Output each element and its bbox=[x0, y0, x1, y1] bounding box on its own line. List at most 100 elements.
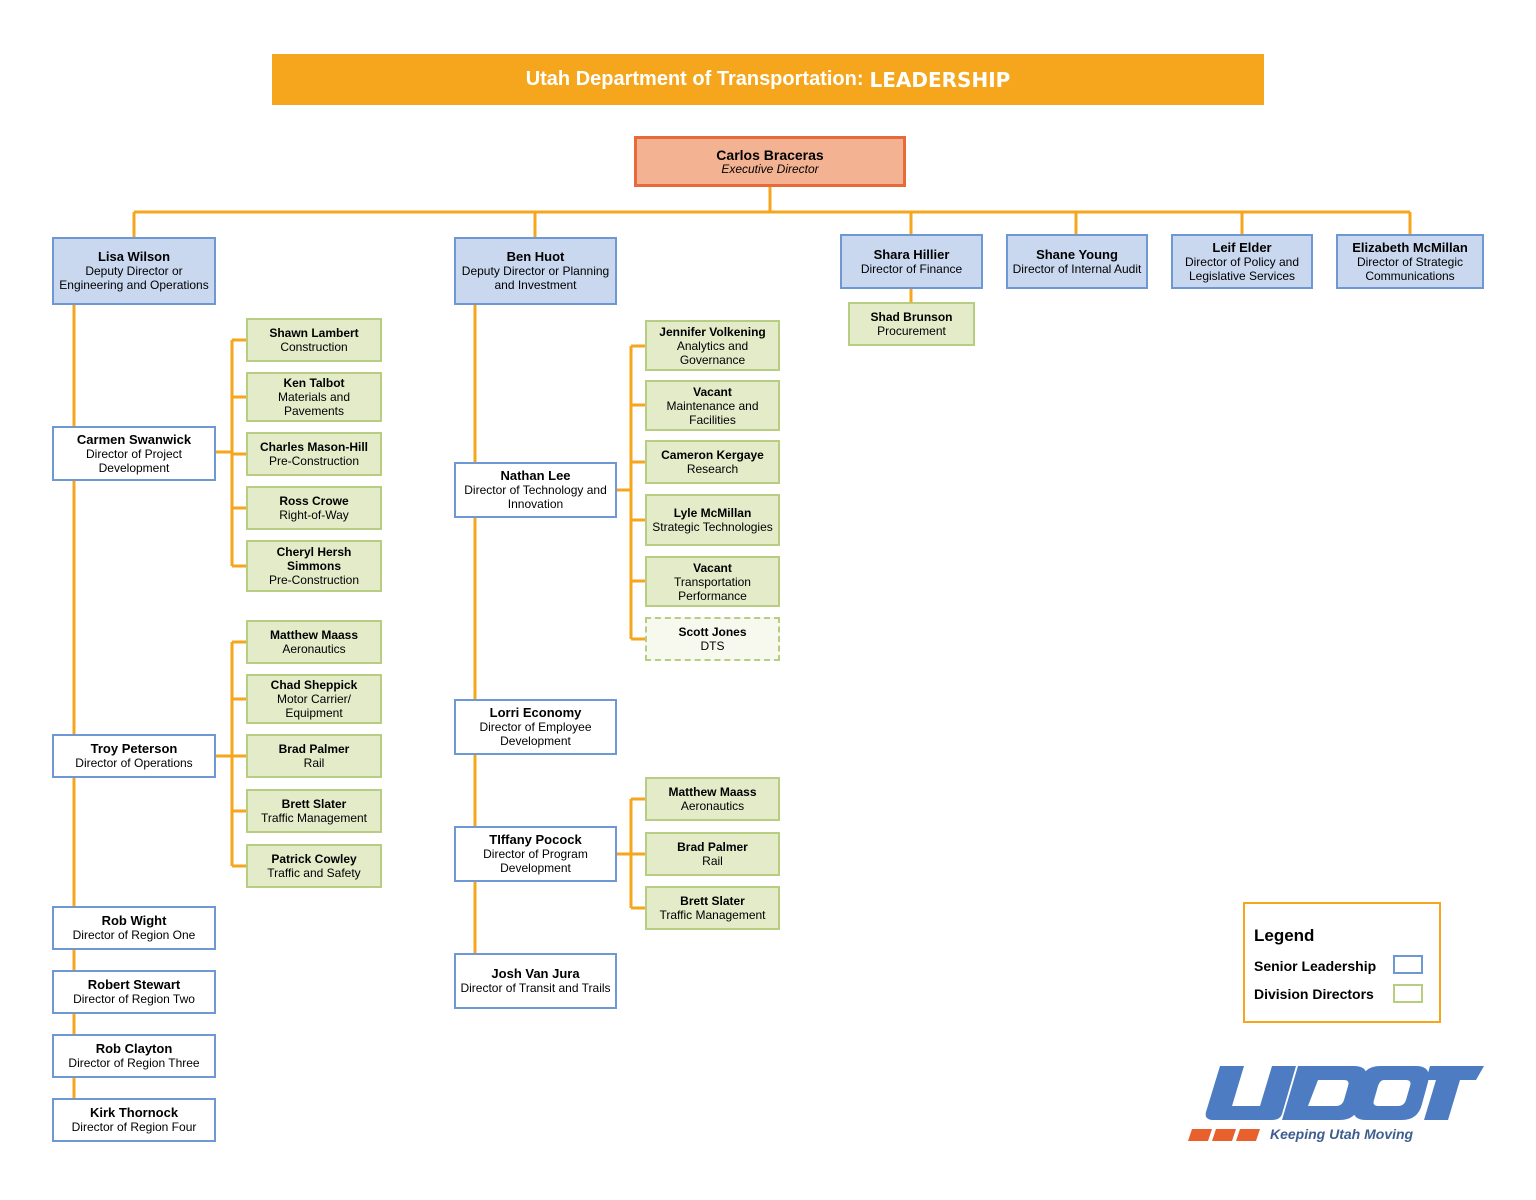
person-role: Director of Operations bbox=[75, 756, 193, 770]
person-role: Director of Region Four bbox=[71, 1120, 197, 1134]
person-role: Traffic and Safety bbox=[267, 866, 361, 880]
person-name: Josh Van Jura bbox=[491, 966, 580, 981]
person-name: Shara Hillier bbox=[873, 246, 950, 262]
person-role: Director of Strategic Communications bbox=[1356, 254, 1464, 283]
person-role: DTS bbox=[700, 639, 725, 653]
executive-director-box: Carlos Braceras Executive Director bbox=[634, 136, 906, 187]
udot-wordmark-logo bbox=[1205, 1066, 1484, 1120]
udot-logo: Keeping Utah Moving bbox=[1186, 1062, 1486, 1150]
person-name: Lisa Wilson bbox=[97, 249, 171, 264]
person-name: Shane Young bbox=[1036, 246, 1118, 262]
person-name: TIffany Pocock bbox=[489, 832, 582, 847]
person-name: Leif Elder bbox=[1212, 239, 1272, 255]
person-role: Aeronautics bbox=[680, 799, 745, 813]
person-role: Deputy Director or Engineering and Opera… bbox=[59, 264, 209, 292]
person-name: Cheryl Hersh Simmons bbox=[276, 545, 352, 573]
title-strong: LEADERSHIP bbox=[869, 67, 1011, 92]
person-name: Scott Jones bbox=[678, 625, 747, 639]
person-role: Motor Carrier/ Equipment bbox=[276, 692, 351, 720]
person-name: Ken Talbot bbox=[283, 376, 345, 390]
person-role: Pre-Construction bbox=[268, 454, 360, 468]
person-role: Aeronautics bbox=[282, 642, 346, 656]
person-role: Procurement bbox=[877, 324, 946, 338]
legend-division-swatch bbox=[1393, 984, 1423, 1003]
person-name: Shawn Lambert bbox=[269, 326, 359, 340]
person-name: Jennifer Volkening bbox=[659, 324, 766, 339]
title-main: Utah Department of Transportation: bbox=[525, 68, 864, 90]
person-role: Traffic Management bbox=[659, 908, 766, 922]
person-role: Director of Finance bbox=[860, 261, 963, 276]
person-name: Lyle McMillan bbox=[673, 506, 752, 520]
person-name: Patrick Cowley bbox=[271, 852, 357, 866]
person-role: Director of Policy and Legislative Servi… bbox=[1184, 254, 1300, 283]
person-name: Rob Clayton bbox=[95, 1041, 173, 1056]
person-name: Nathan Lee bbox=[500, 468, 571, 483]
person-name: Robert Stewart bbox=[87, 977, 181, 992]
person-role: Rail bbox=[303, 756, 325, 770]
person-name: Matthew Maass bbox=[269, 628, 359, 642]
person-role: Director of Employee Development bbox=[479, 720, 592, 748]
person-name: Kirk Thornock bbox=[89, 1105, 179, 1120]
person-role: Pre-Construction bbox=[268, 573, 360, 587]
person-name: Ben Huot bbox=[506, 249, 565, 264]
person-name: Vacant bbox=[693, 560, 732, 575]
person-name: Lorri Economy bbox=[489, 705, 582, 720]
person-role: Director of Region Two bbox=[73, 992, 195, 1006]
legend-division-label: Division Directors bbox=[1254, 986, 1374, 1002]
person-role: Director of Region One bbox=[72, 928, 196, 942]
person-role: Director of Internal Audit bbox=[1012, 261, 1142, 276]
executive-name: Carlos Braceras bbox=[716, 146, 824, 163]
person-role: Materials and Pavements bbox=[277, 390, 351, 418]
udot-tagline: Keeping Utah Moving bbox=[1270, 1126, 1414, 1142]
person-name: Cameron Kergaye bbox=[661, 448, 764, 462]
legend: Legend Senior Leadership Division Direct… bbox=[1243, 902, 1441, 1023]
person-name: Troy Peterson bbox=[90, 741, 178, 756]
person-role: Deputy Director or Planning and Investme… bbox=[461, 264, 610, 292]
person-role: Construction bbox=[280, 340, 348, 354]
person-name: Rob Wight bbox=[101, 913, 167, 928]
person-name: Elizabeth McMillan bbox=[1352, 239, 1468, 255]
person-role: Right-of-Way bbox=[279, 508, 349, 522]
person-name: Chad Sheppick bbox=[270, 678, 358, 692]
person-role: Rail bbox=[702, 854, 723, 868]
person-role: Traffic Management bbox=[260, 811, 368, 825]
person-role: Director of Transit and Trails bbox=[460, 981, 611, 995]
person-name: Charles Mason-Hill bbox=[259, 440, 369, 454]
person-role: Research bbox=[686, 462, 739, 476]
udot-stripes-icon bbox=[1188, 1129, 1260, 1141]
person-name: Matthew Maass bbox=[668, 785, 757, 799]
legend-title: Legend bbox=[1254, 926, 1315, 945]
person-name: Carmen Swanwick bbox=[76, 431, 192, 447]
person-name: Brett Slater bbox=[680, 894, 745, 908]
